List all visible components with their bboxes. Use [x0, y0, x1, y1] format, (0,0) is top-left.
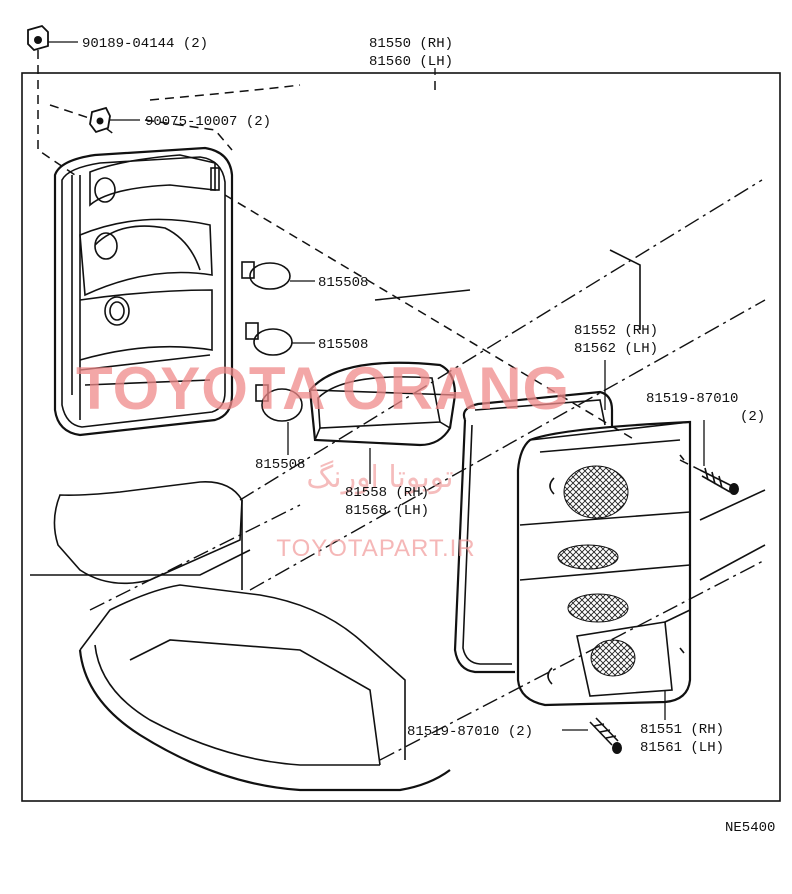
part-label: 81550 (RH) [369, 36, 453, 52]
part-label: 81568 (LH) [345, 503, 429, 519]
part-label: 81560 (LH) [369, 54, 453, 70]
lamp-housing [53, 146, 234, 437]
diagram-frame [21, 72, 781, 802]
watermark-persian: تویوتا اورنگ [306, 460, 453, 495]
part-label: 81519-87010 (2) [407, 724, 533, 740]
part-label: 81551 (RH) [640, 722, 724, 738]
part-label: 90075-10007 (2) [145, 114, 271, 130]
part-label: 81558 (RH) [345, 485, 429, 501]
clip-part [89, 106, 111, 134]
gasket-part [453, 390, 614, 674]
part-label: 815508 [255, 457, 305, 473]
screw-right-part [699, 467, 739, 495]
watermark-brand: TOYOTA ORANG [76, 355, 570, 422]
label-leaders [48, 41, 705, 731]
part-label: 90189-04144 (2) [82, 36, 208, 52]
part-label: 815508 [318, 337, 368, 353]
screw-bottom-part [589, 717, 622, 754]
back-up-lens-part [308, 361, 457, 447]
bulb-2-part [245, 322, 293, 356]
part-label: 815508 [318, 275, 368, 291]
reference-lines [89, 179, 766, 761]
watermark: TOYOTA ORANG تویوتا اورنگ TOYOTAPART.IR [76, 355, 570, 562]
part-label: 81561 (LH) [640, 740, 724, 756]
nut-clip-part [27, 24, 49, 52]
bulb-3-part [255, 384, 303, 422]
tail-lens-part [516, 420, 692, 707]
part-label: 81552 (RH) [574, 323, 658, 339]
part-label: 81519-87010 [646, 391, 738, 407]
watermark-url: TOYOTAPART.IR [276, 535, 475, 562]
diagram-code: NE5400 [725, 820, 775, 836]
part-labels: 90189-04144 (2) 81550 (RH) 81560 (LH) 90… [82, 36, 775, 836]
bulb-1-part [241, 261, 291, 290]
part-label: 81562 (LH) [574, 341, 658, 357]
vehicle-body-outline [30, 249, 766, 792]
part-label: (2) [740, 409, 765, 425]
